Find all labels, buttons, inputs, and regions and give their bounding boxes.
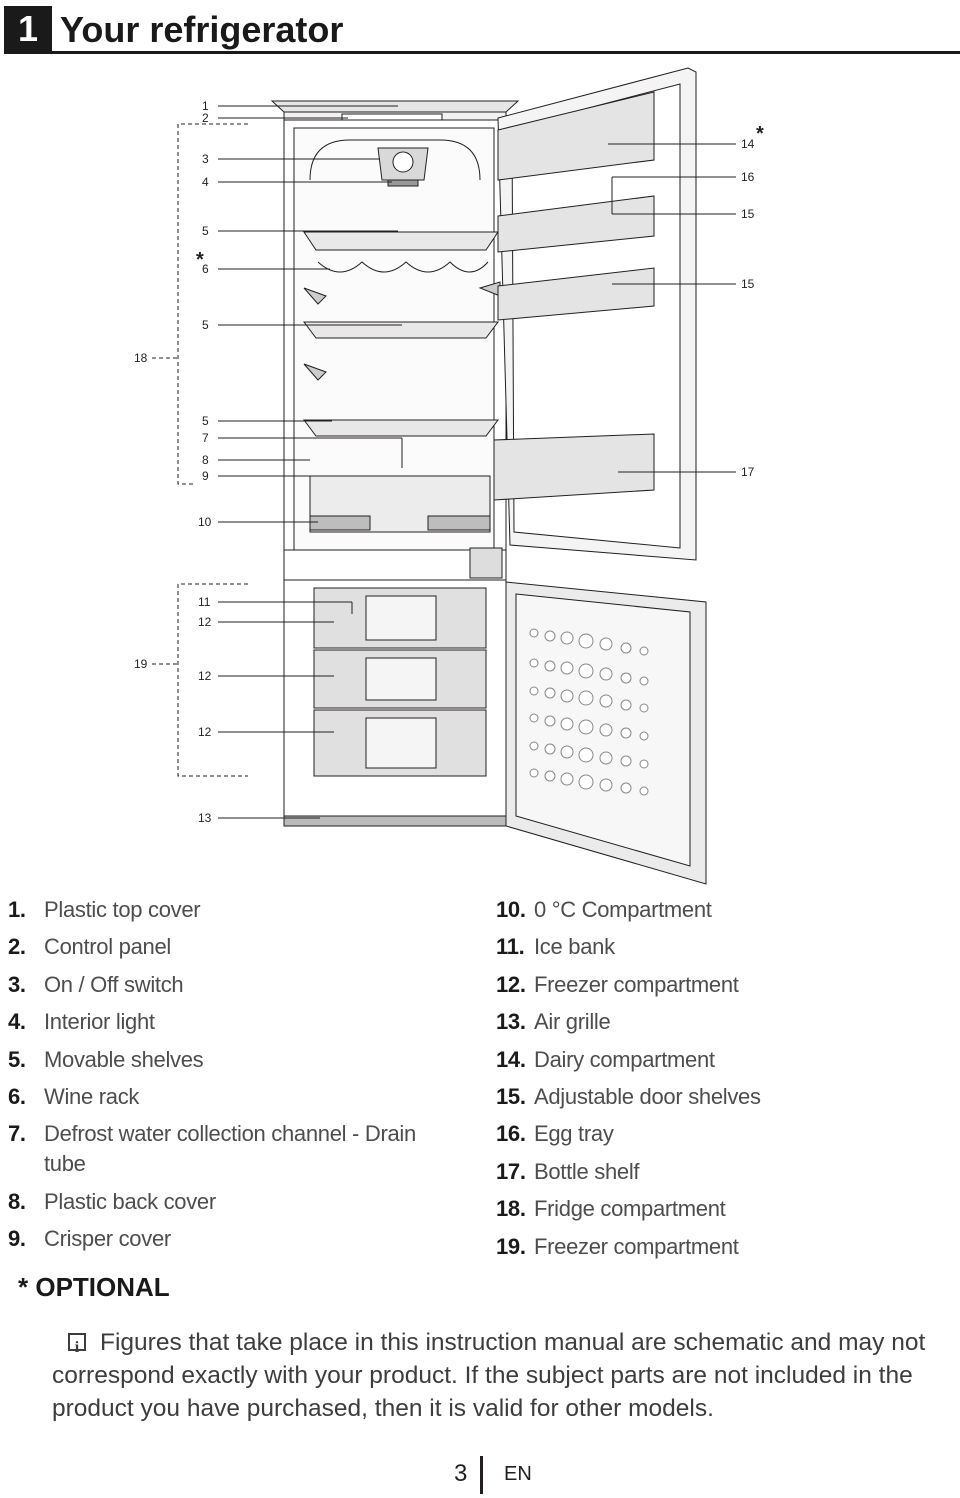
legend-text: Freezer compartment: [534, 1233, 739, 1259]
optional-label: * OPTIONAL: [18, 1272, 170, 1302]
callout-3: 3: [202, 152, 209, 166]
legend-text: Plastic top cover: [44, 897, 201, 922]
callout-19: 19: [134, 657, 148, 671]
legend-item: 15. Adjustable door shelves: [496, 1082, 956, 1112]
legend-text: 0 °C Compartment: [534, 897, 712, 922]
callout-5b: 5: [202, 318, 209, 332]
info-note: Figures that take place in this instruct…: [52, 1326, 958, 1425]
callout-4: 4: [202, 175, 209, 189]
callout-9: 9: [202, 469, 209, 483]
info-icon: [68, 1331, 86, 1364]
legend-item: 19. Freezer compartment: [496, 1232, 956, 1262]
callout-12c: 12: [198, 725, 212, 739]
legend-number: 6.: [8, 1083, 26, 1109]
page-number: 3: [454, 1460, 468, 1487]
legend-item: 17. Bottle shelf: [496, 1157, 956, 1187]
optional-mark: *: [196, 249, 204, 271]
legend-text: Dairy compartment: [534, 1046, 715, 1072]
optional-mark-14: *: [756, 123, 764, 145]
legend-item: 13. Air grille: [496, 1007, 956, 1037]
legend-text: Interior light: [44, 1009, 155, 1035]
legend-number: 17.: [496, 1158, 526, 1184]
legend-number: 12.: [496, 971, 526, 997]
legend-number: 15.: [496, 1083, 526, 1109]
callout-15a: 15: [741, 207, 755, 221]
callout-12a: 12: [198, 615, 212, 629]
legend-number: 1.: [8, 897, 26, 922]
legend-number: 16.: [496, 1121, 526, 1147]
legend-text: Air grille: [534, 1009, 611, 1035]
legend-text: Freezer compartment: [534, 971, 739, 997]
callout-14: 14: [741, 137, 755, 151]
legend-text: Bottle shelf: [534, 1158, 640, 1184]
legend-item: 9. Crisper cover: [8, 1224, 448, 1254]
legend-text: Egg tray: [534, 1121, 614, 1147]
legend-item: 8. Plastic back cover: [8, 1187, 448, 1217]
legend-item: 4. Interior light: [8, 1007, 448, 1037]
legend-number: 7.: [8, 1121, 26, 1147]
section-number: 1: [4, 6, 52, 51]
legend-number: 9.: [8, 1226, 26, 1252]
callout-17: 17: [741, 465, 755, 479]
section-header: 1 Your refrigerator: [4, 6, 960, 54]
legend-left: 1. Plastic top cover 2. Control panel 3. On…: [8, 895, 448, 1262]
legend-text: Wine rack: [44, 1083, 140, 1109]
legend-item: 14. Dairy compartment: [496, 1045, 956, 1075]
callout-10: 10: [198, 515, 212, 529]
legend-text: Control panel: [44, 934, 171, 960]
legend-item: 12. Freezer compartment: [496, 970, 956, 1000]
legend-item: 16. Egg tray: [496, 1119, 956, 1149]
legend-number: 11.: [496, 934, 525, 960]
legend-number: 18.: [496, 1196, 526, 1222]
legend-item: 2. Control panel: [8, 932, 448, 962]
note-text: Figures that take place in this instruct…: [52, 1329, 926, 1422]
legend-item: 10. 0 °C Compartment: [496, 895, 956, 925]
callout-13: 13: [198, 811, 212, 825]
language-code: EN: [504, 1463, 532, 1485]
legend-number: 4.: [8, 1009, 26, 1035]
callout-12b: 12: [198, 669, 212, 683]
legend-number: 10.: [496, 897, 526, 922]
callout-11: 11: [198, 595, 211, 609]
callout-5a: 5: [202, 224, 209, 238]
section-title: Your refrigerator: [60, 9, 344, 50]
legend-right: 10. 0 °C Compartment 11. Ice bank 12. Freez…: [496, 895, 956, 1269]
legend-item: 3. On / Off switch: [8, 970, 448, 1000]
legend-number: 2.: [8, 934, 26, 960]
legend-text: On / Off switch: [44, 971, 184, 997]
callout-8: 8: [202, 453, 209, 467]
callout-6: 6: [202, 262, 209, 276]
legend-number: 3.: [8, 971, 26, 997]
legend-text: Plastic back cover: [44, 1188, 216, 1214]
legend-item: 1. Plastic top cover: [8, 895, 448, 925]
legend-item: 18. Fridge compartment: [496, 1194, 956, 1224]
callout-18: 18: [134, 351, 148, 365]
legend-number: 8.: [8, 1188, 26, 1214]
callout-2: 2: [202, 111, 209, 125]
legend-item: 6. Wine rack: [8, 1082, 448, 1112]
legend-text: Ice bank: [534, 934, 615, 960]
legend-number: 5.: [8, 1046, 26, 1072]
legend-number: 14.: [496, 1046, 526, 1072]
callout-1: 1: [202, 99, 209, 113]
callout-7: 7: [202, 431, 209, 445]
legend-text: Movable shelves: [44, 1046, 204, 1072]
legend-item: 11. Ice bank: [496, 932, 956, 962]
legend-text: Defrost water collection channel - Drain…: [44, 1121, 416, 1177]
legend-item: 7. Defrost water collection channel - Dra…: [8, 1119, 448, 1179]
refrigerator-diagram: 1 2 3 4 5 * 6 5 18 5 7 8 9 10 11 12 19 1…: [0, 60, 960, 900]
callout-15b: 15: [741, 277, 755, 291]
legend-text: Fridge compartment: [534, 1196, 726, 1222]
page-footer: 3 EN: [0, 1456, 960, 1496]
callout-16: 16: [741, 170, 755, 184]
legend-item: 5. Movable shelves: [8, 1045, 448, 1075]
callout-5c: 5: [202, 414, 209, 428]
legend-number: 19.: [496, 1233, 526, 1259]
legend-text: Crisper cover: [44, 1226, 171, 1252]
legend-number: 13.: [496, 1009, 526, 1035]
legend-text: Adjustable door shelves: [534, 1083, 761, 1109]
footer-divider: [480, 1456, 483, 1494]
